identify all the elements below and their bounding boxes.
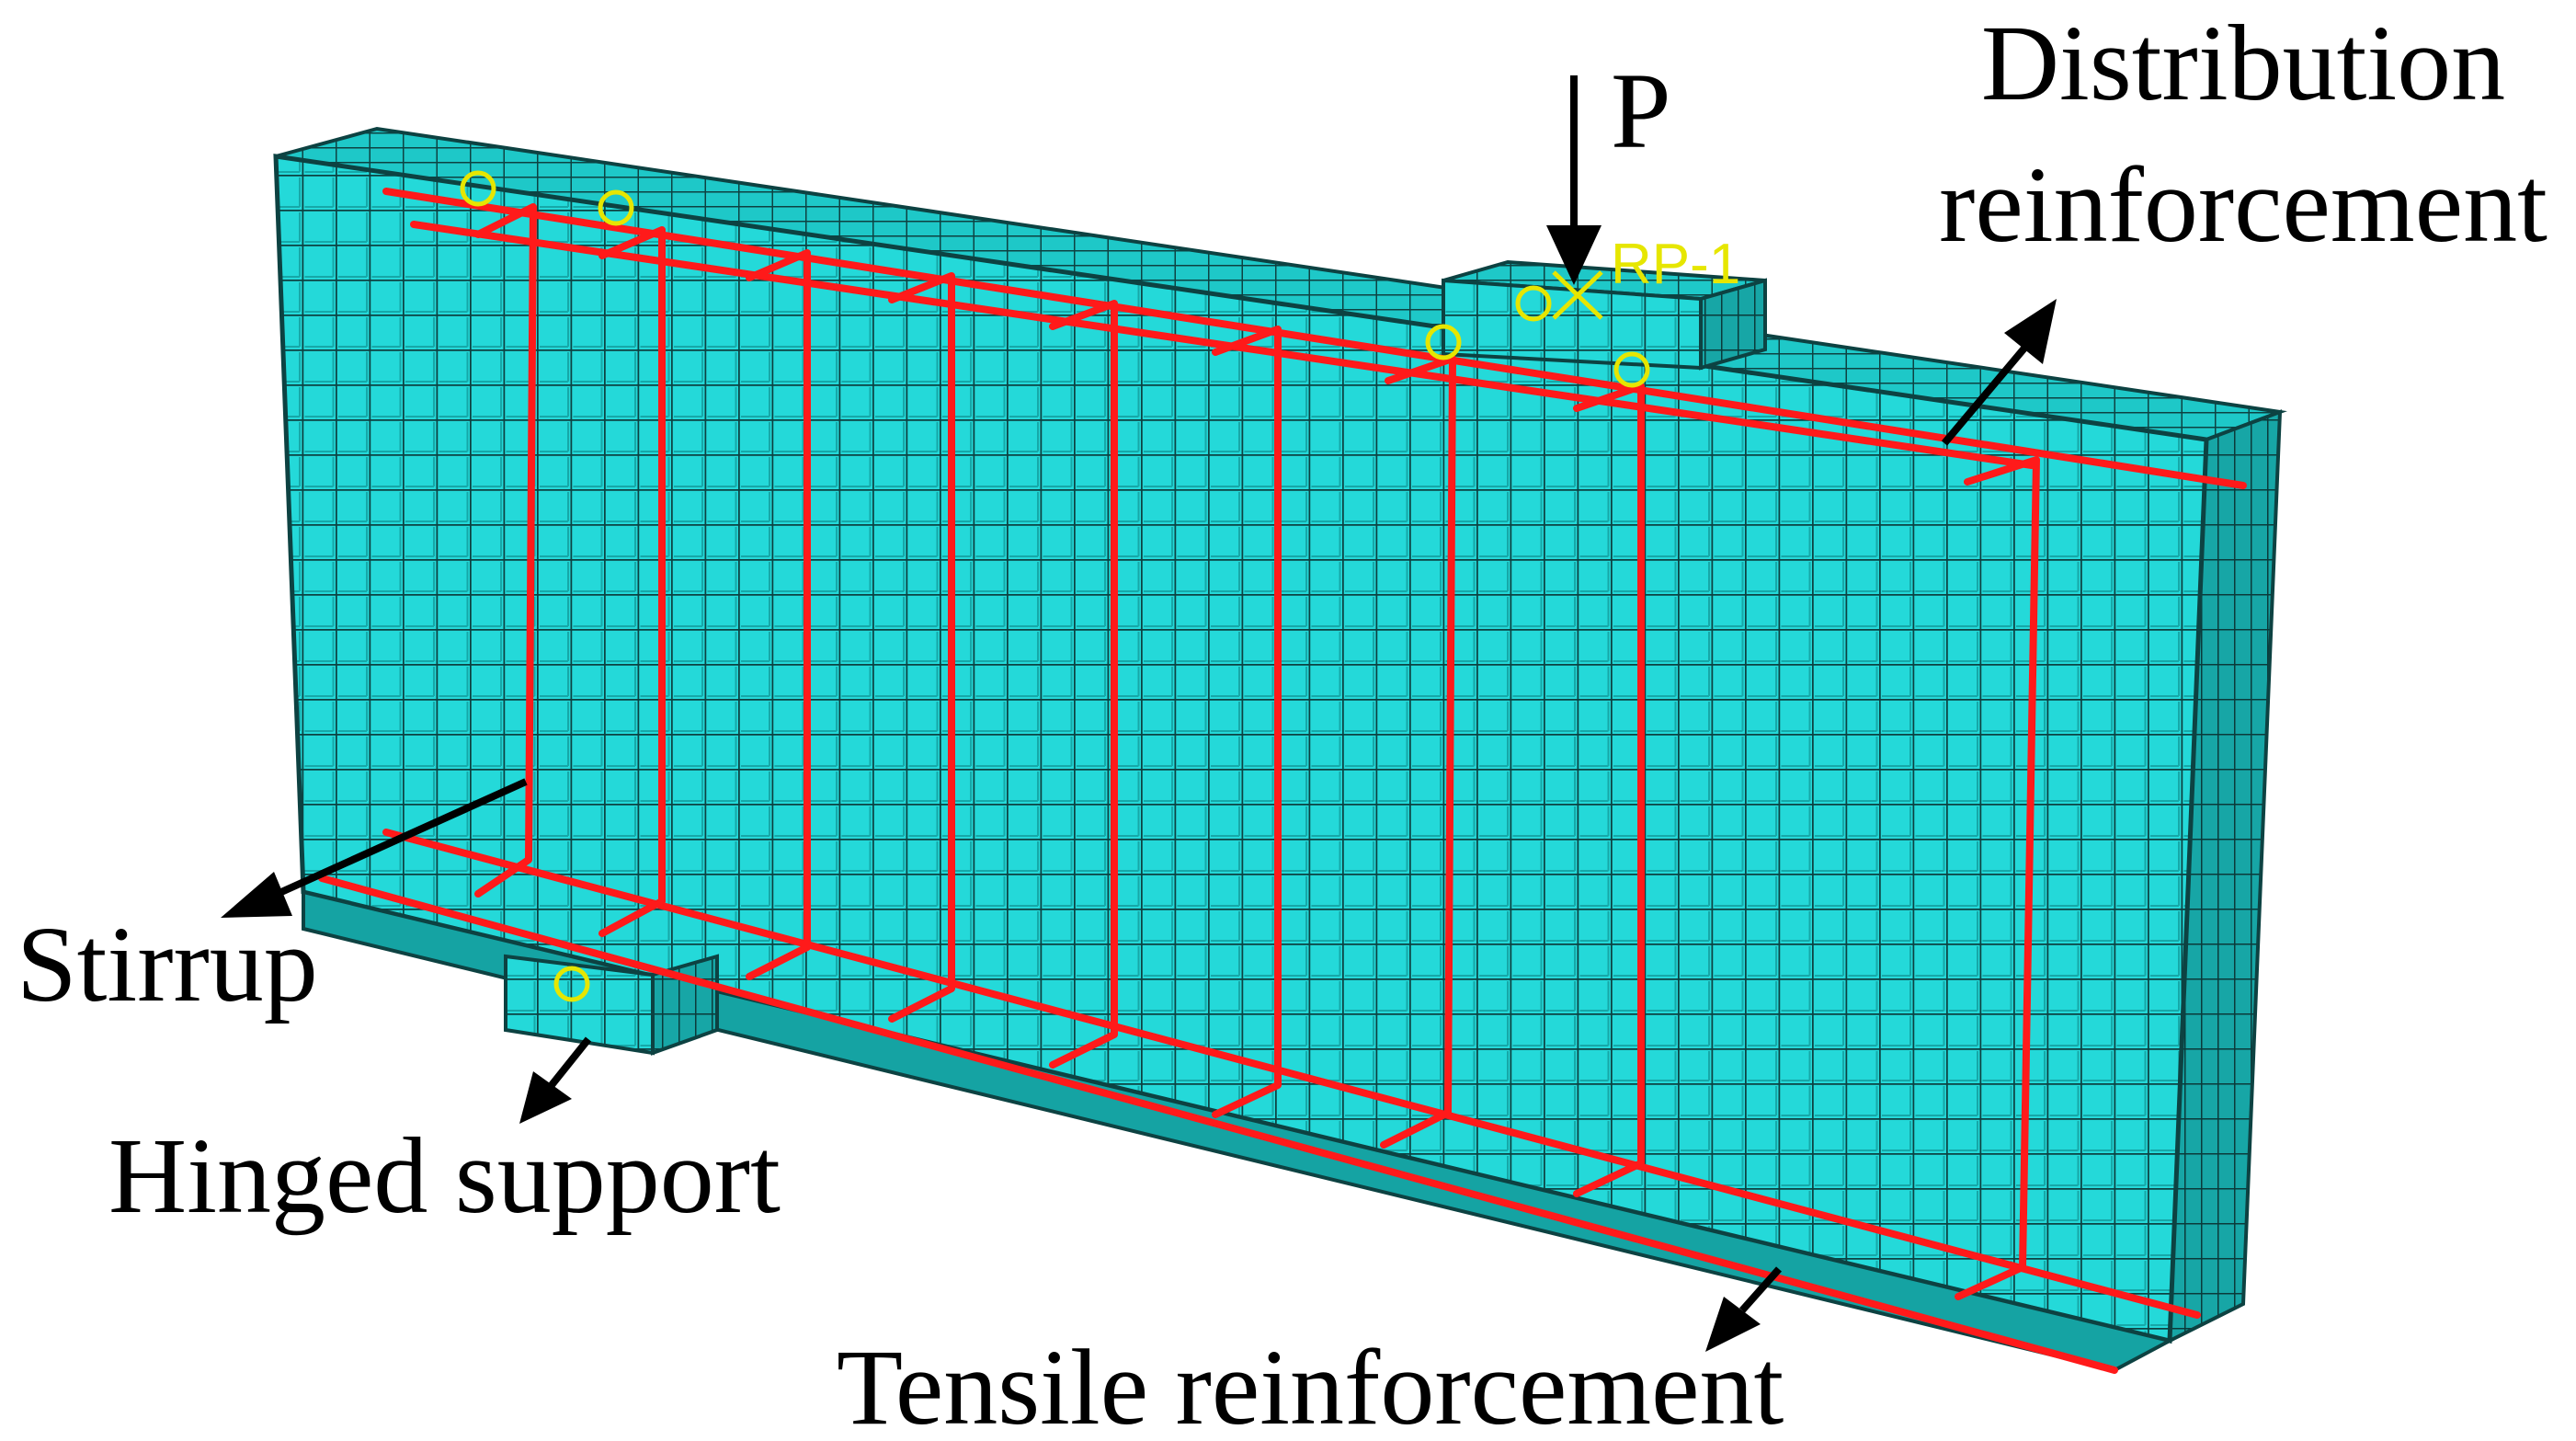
stirrup-arrow-head	[221, 872, 292, 918]
stirrup-label: Stirrup	[17, 904, 318, 1024]
reference-point-label: RP-1	[1611, 233, 1740, 296]
stirrup	[746, 249, 811, 980]
circle-marker-icon	[1613, 351, 1650, 388]
labels: P Distribution reinforcement Stirrup Hin…	[17, 3, 2548, 1441]
distribution-arrow-head	[2004, 299, 2057, 364]
stirrup	[1955, 456, 2040, 1300]
loading-plate	[1442, 259, 1767, 371]
stirrup	[1212, 326, 1282, 1118]
reference-point-cross	[1552, 270, 1603, 320]
top-longitudinal-bar	[382, 188, 2247, 489]
support-arrow-head	[519, 1071, 572, 1124]
top-longitudinal-bar	[410, 221, 2035, 469]
support-label: Hinged support	[108, 1115, 781, 1236]
stirrup	[1049, 300, 1118, 1069]
distribution-label-line2: reinforcement	[1939, 144, 2548, 265]
annotation-arrows	[221, 75, 2057, 1352]
circle-marker-icon	[598, 189, 634, 226]
load-label: P	[1611, 51, 1671, 171]
distribution-label-line1: Distribution	[1981, 3, 2505, 123]
loading-plate-side	[1699, 278, 1767, 371]
stirrup	[474, 203, 537, 898]
load-arrow-head	[1546, 225, 1601, 285]
circle-marker-icon	[553, 966, 590, 1002]
tensile-longitudinal-bar	[318, 875, 2118, 1374]
reinforcement-cage	[318, 188, 2247, 1374]
hinged-support-block	[504, 954, 719, 1056]
stirrup	[1573, 383, 1645, 1197]
circle-marker-icon	[460, 170, 496, 207]
tensile-longitudinal-bar	[382, 829, 2201, 1319]
support-arrow	[548, 1036, 592, 1088]
tensile-label: Tensile reinforcement	[837, 1327, 1784, 1441]
tensile-arrow-head	[1705, 1297, 1761, 1352]
stirrup	[1380, 355, 1456, 1149]
stirrup	[598, 226, 666, 937]
reference-markers	[460, 170, 1650, 1002]
distribution-arrow	[1941, 342, 2031, 446]
stirrup-arrow	[269, 778, 528, 900]
stirrups	[474, 203, 2040, 1300]
stirrup	[888, 272, 955, 1023]
circle-marker-icon	[1425, 324, 1462, 360]
tensile-arrow	[1739, 1266, 1782, 1313]
circle-marker-icon	[1515, 285, 1552, 322]
